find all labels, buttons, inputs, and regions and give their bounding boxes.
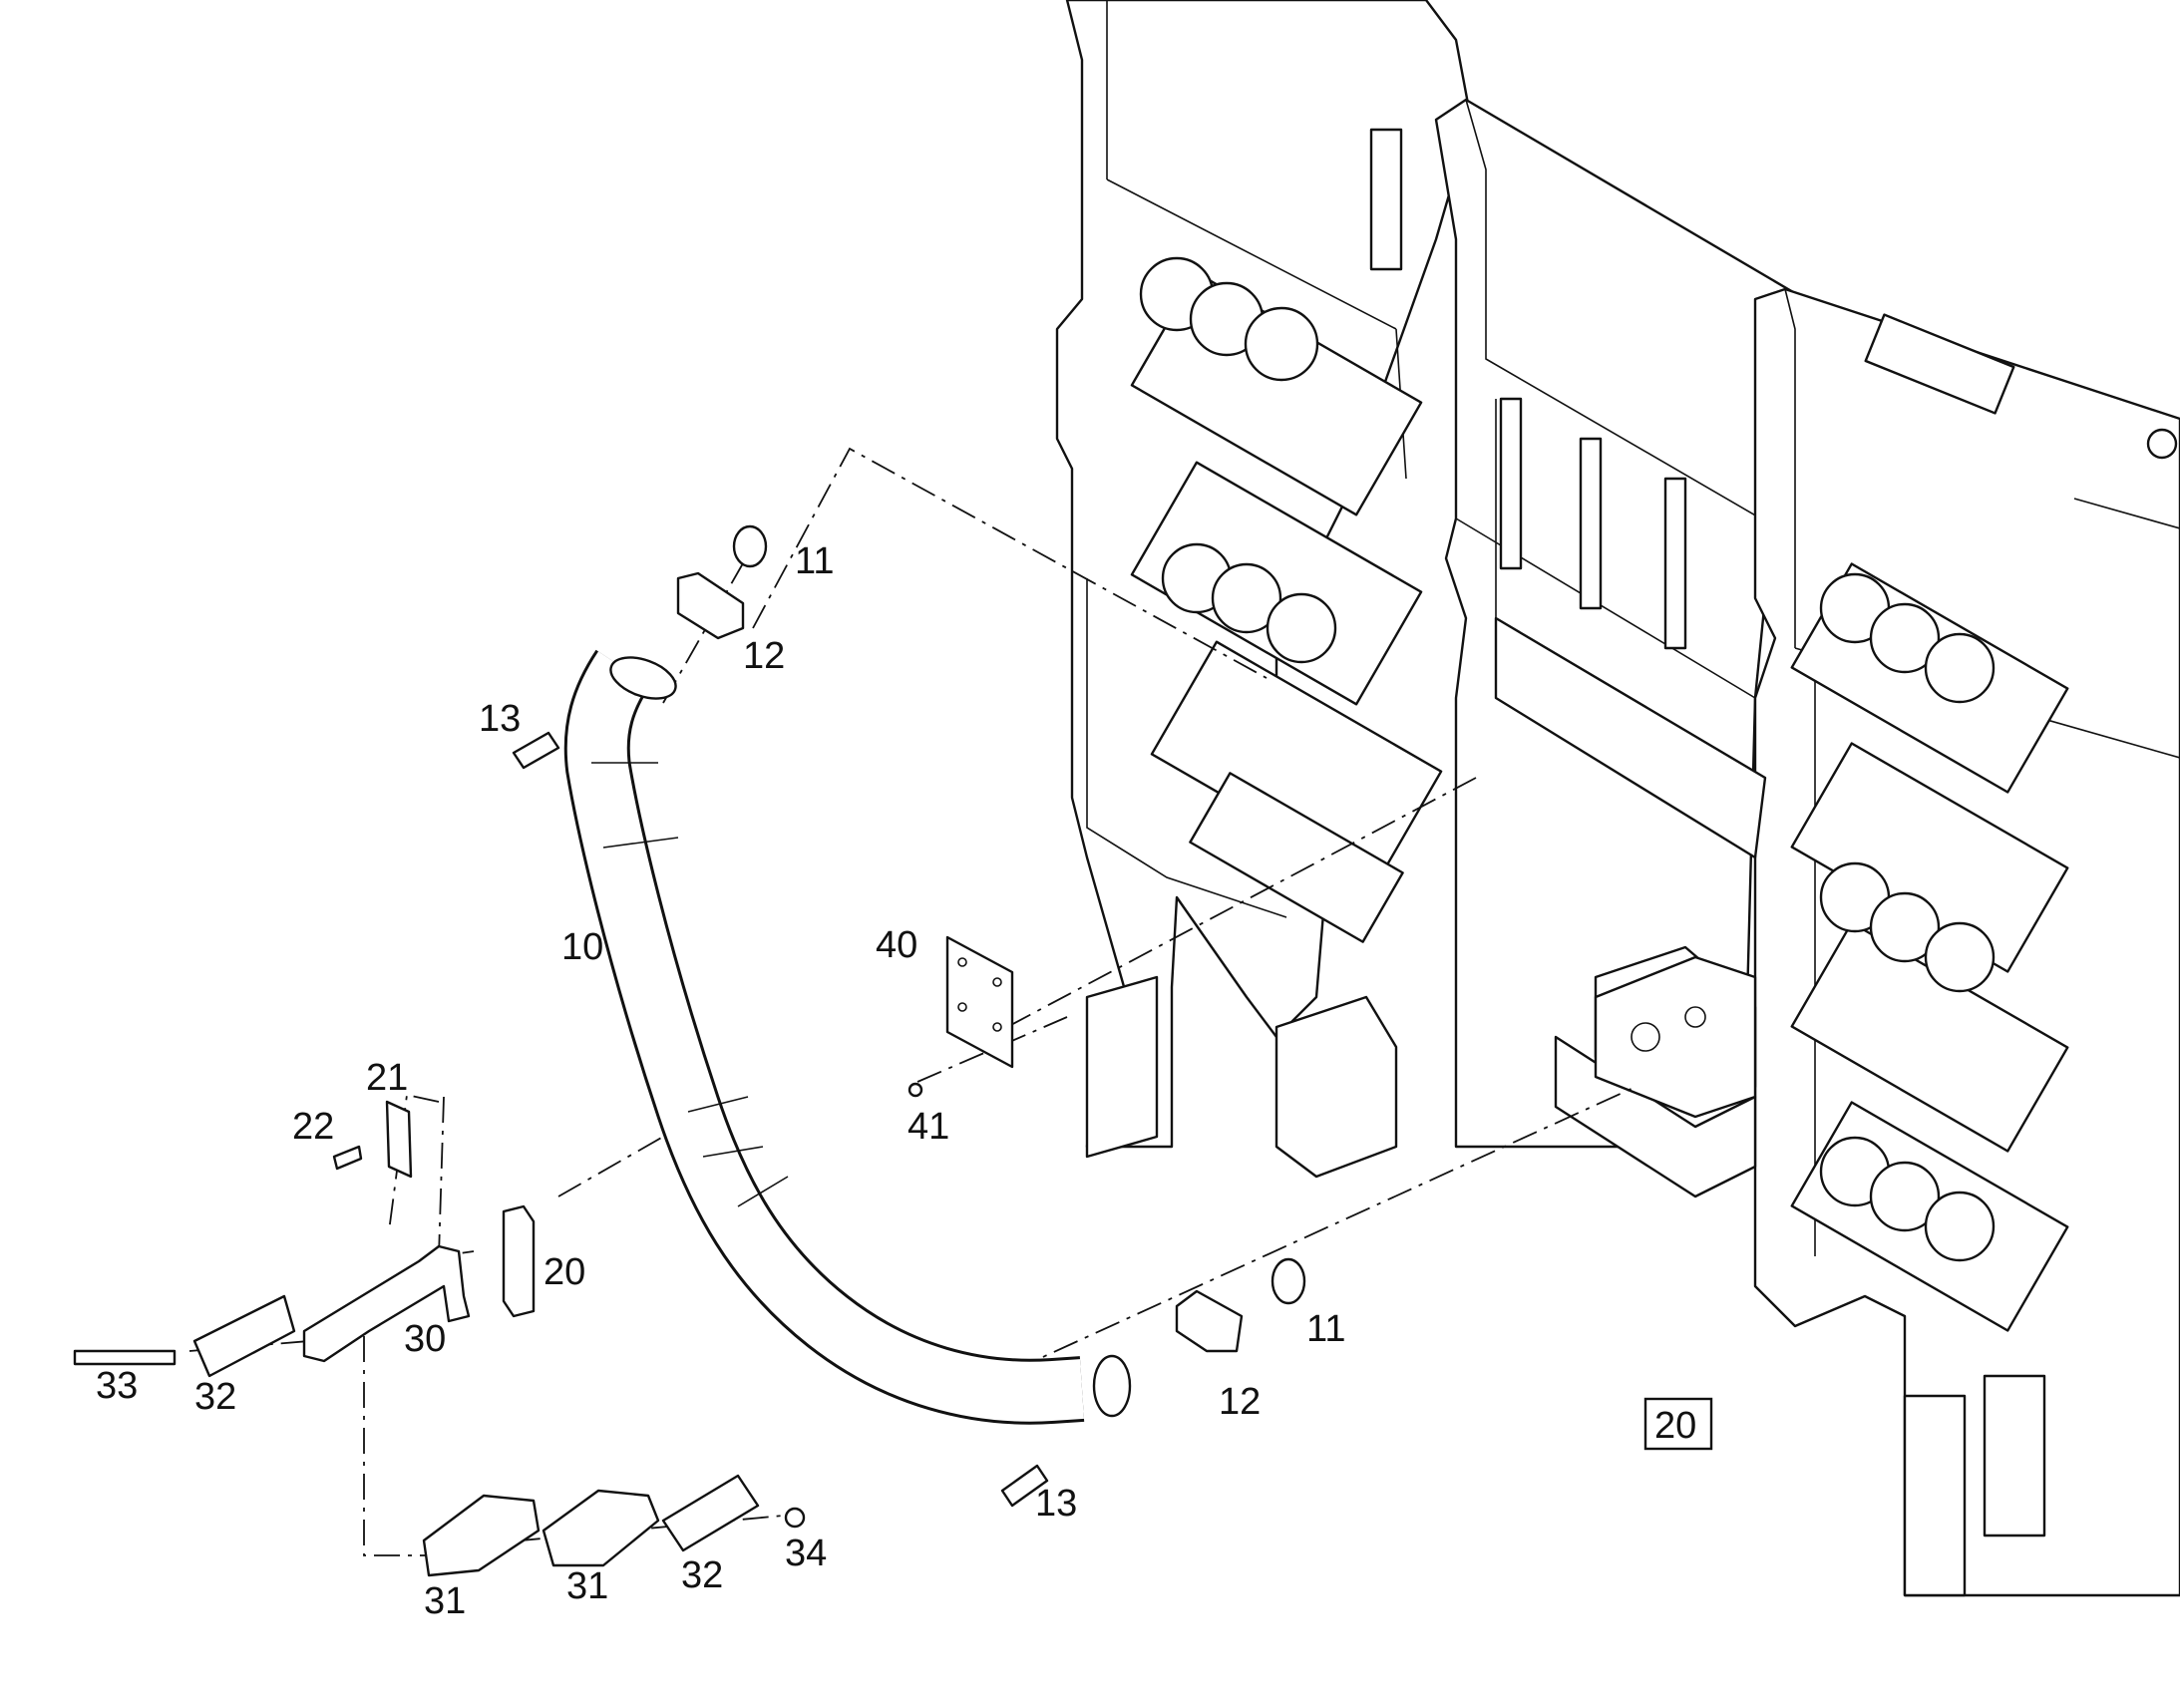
callout-12-lower: 12 [1219,1381,1261,1423]
callout-30: 30 [404,1318,446,1360]
plate-40 [945,935,1014,1069]
clamp-31-left [422,1494,541,1577]
callout-20: 20 [544,1251,585,1293]
reference-box-label: 20 [1654,1405,1696,1447]
reference-box: 20 [1643,1397,1713,1451]
bolt-33 [73,1349,177,1366]
callout-labels: 11 12 13 10 40 41 21 22 20 30 33 32 11 1… [96,540,1345,1622]
callout-21: 21 [366,1057,408,1099]
machine-frame [1055,0,2180,1597]
nut-34 [784,1507,806,1529]
callout-32-right: 32 [681,1554,723,1596]
callout-12: 12 [743,635,785,677]
bracket-30 [302,1244,471,1363]
callout-33: 33 [96,1365,138,1407]
flange-bottom [1175,1289,1244,1353]
callout-31: 31 [424,1580,466,1622]
valve-stack-left [1130,256,1443,943]
plate-21 [385,1100,413,1179]
callout-13: 13 [479,698,521,740]
plate-32-left [192,1294,296,1378]
callout-31-right: 31 [566,1565,608,1607]
callout-10: 10 [561,926,603,968]
small-parts [73,524,1306,1577]
callout-13-lower: 13 [1035,1483,1077,1525]
flange-top [676,571,745,640]
screw-41 [908,1082,923,1098]
callout-40: 40 [876,924,917,966]
plate-32-right [661,1474,760,1552]
callout-11-lower: 11 [1306,1308,1345,1350]
callout-41: 41 [908,1106,949,1148]
bolt-top [512,731,560,770]
block-20 [502,1204,536,1318]
o-ring-top [732,524,768,568]
bolt-bottom [1000,1464,1049,1508]
screw-22 [332,1145,363,1171]
pipe-part-10 [563,649,1132,1425]
o-ring-bottom [1271,1257,1306,1305]
callout-22: 22 [292,1106,334,1148]
callout-34: 34 [785,1533,827,1574]
valve-stack-right [1790,562,2069,1332]
clamp-31-right [542,1489,660,1567]
callout-32: 32 [194,1376,236,1418]
callout-11: 11 [795,540,834,582]
